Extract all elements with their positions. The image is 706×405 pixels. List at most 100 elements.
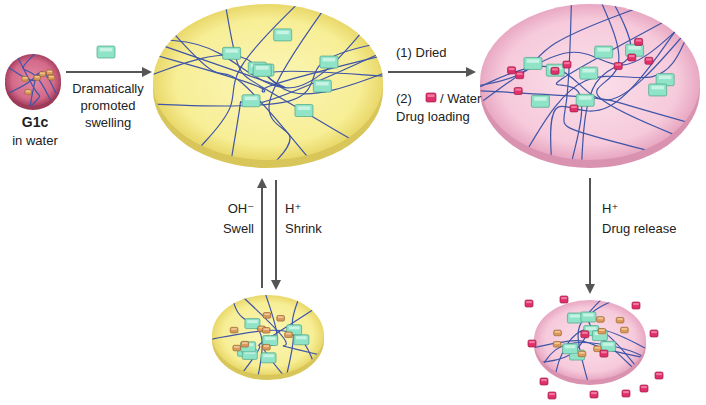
cube-face [529, 341, 535, 343]
cube-body [263, 313, 271, 319]
cube-body [320, 56, 338, 68]
polymer-chain [18, 57, 40, 107]
cube-body [263, 344, 271, 350]
cube-body [590, 391, 598, 398]
cube-face [552, 68, 558, 70]
cube-face [586, 327, 597, 330]
cube-face [509, 68, 515, 70]
cube-face [247, 320, 257, 323]
cube-face [555, 331, 560, 333]
cube-body [622, 390, 630, 397]
label: H⁺ [602, 200, 618, 217]
cube-body [426, 93, 436, 102]
polymer-chain [556, 328, 648, 374]
cube-body [514, 88, 522, 95]
cube-body [263, 336, 278, 346]
cube-face [651, 86, 664, 90]
cube-body [632, 302, 640, 309]
cube-face [615, 64, 621, 66]
cube-body [635, 38, 643, 45]
polymer-chain [540, 329, 636, 366]
cube-face [534, 97, 547, 101]
cube-face [100, 48, 113, 52]
cube-body [528, 340, 536, 347]
cube-face [515, 89, 521, 91]
label: (2) [396, 90, 412, 107]
cube-face [265, 337, 276, 340]
cube-face [561, 297, 567, 299]
label: Dramatically promoted swelling [62, 80, 154, 131]
cube-body [262, 328, 270, 334]
network [210, 293, 320, 376]
label: Swell [223, 220, 254, 237]
cube-face [646, 58, 652, 60]
cube-face [603, 343, 614, 346]
cube-body [597, 317, 605, 323]
label: Drug release [602, 220, 676, 237]
cube-face [298, 106, 311, 110]
label: Shrink [285, 220, 322, 237]
cube-face [49, 76, 54, 77]
cube-body [285, 332, 293, 338]
cube-body [567, 313, 582, 323]
label: H⁺ [285, 200, 301, 217]
polymer-chain [475, 8, 639, 87]
cube-body [48, 75, 55, 80]
cube-body [233, 345, 241, 351]
label: G1c [22, 114, 48, 131]
gel-disks [5, 4, 700, 385]
cube-face [428, 94, 435, 97]
cube-group [553, 312, 628, 360]
cube-body [580, 67, 598, 79]
cube-face [583, 313, 594, 316]
cube-face [599, 329, 604, 331]
cube-group [223, 29, 338, 117]
cube-body [553, 341, 561, 347]
g1c-disk [5, 54, 61, 106]
cube-body [34, 75, 41, 80]
cube-body [223, 47, 241, 59]
polymer-chain [242, 309, 314, 373]
cube-face [40, 72, 45, 73]
polymer-chain [160, 45, 388, 88]
process-arrow [66, 71, 150, 73]
network [7, 53, 57, 107]
cube-face [565, 345, 576, 348]
cube-face [564, 62, 570, 64]
cube-face [264, 328, 269, 330]
cube-body [274, 29, 292, 41]
cube-face [579, 96, 592, 100]
cube-face [629, 55, 635, 57]
cube-body [531, 95, 549, 107]
cube-face [323, 58, 336, 62]
release-arrow [589, 178, 591, 292]
cube-body [524, 57, 542, 69]
polymer-chain [148, 55, 388, 94]
cube-face [26, 90, 31, 91]
label: OH⁻ [228, 200, 254, 217]
cube-face [256, 66, 269, 70]
cube-face [656, 373, 662, 375]
polymer-chain [475, 34, 684, 99]
polymer-chain [564, 1, 652, 151]
polymer-chain [198, 3, 298, 149]
cube-body [313, 80, 331, 92]
cube-face [595, 347, 600, 349]
cube-face [549, 393, 555, 395]
cube-body [563, 344, 578, 354]
cube-body [287, 325, 302, 335]
network [532, 299, 647, 382]
cube-body [516, 72, 524, 79]
cube-face [571, 106, 577, 108]
shrink-arrow [275, 180, 277, 288]
cube-group [508, 38, 675, 111]
cube-body [581, 312, 596, 322]
cube-face [517, 73, 523, 75]
cube-body [540, 378, 548, 385]
cube-face [633, 303, 639, 305]
cube-face [263, 354, 274, 357]
cube-face [264, 345, 269, 347]
cube-face [35, 76, 40, 77]
cube-body [576, 94, 594, 106]
